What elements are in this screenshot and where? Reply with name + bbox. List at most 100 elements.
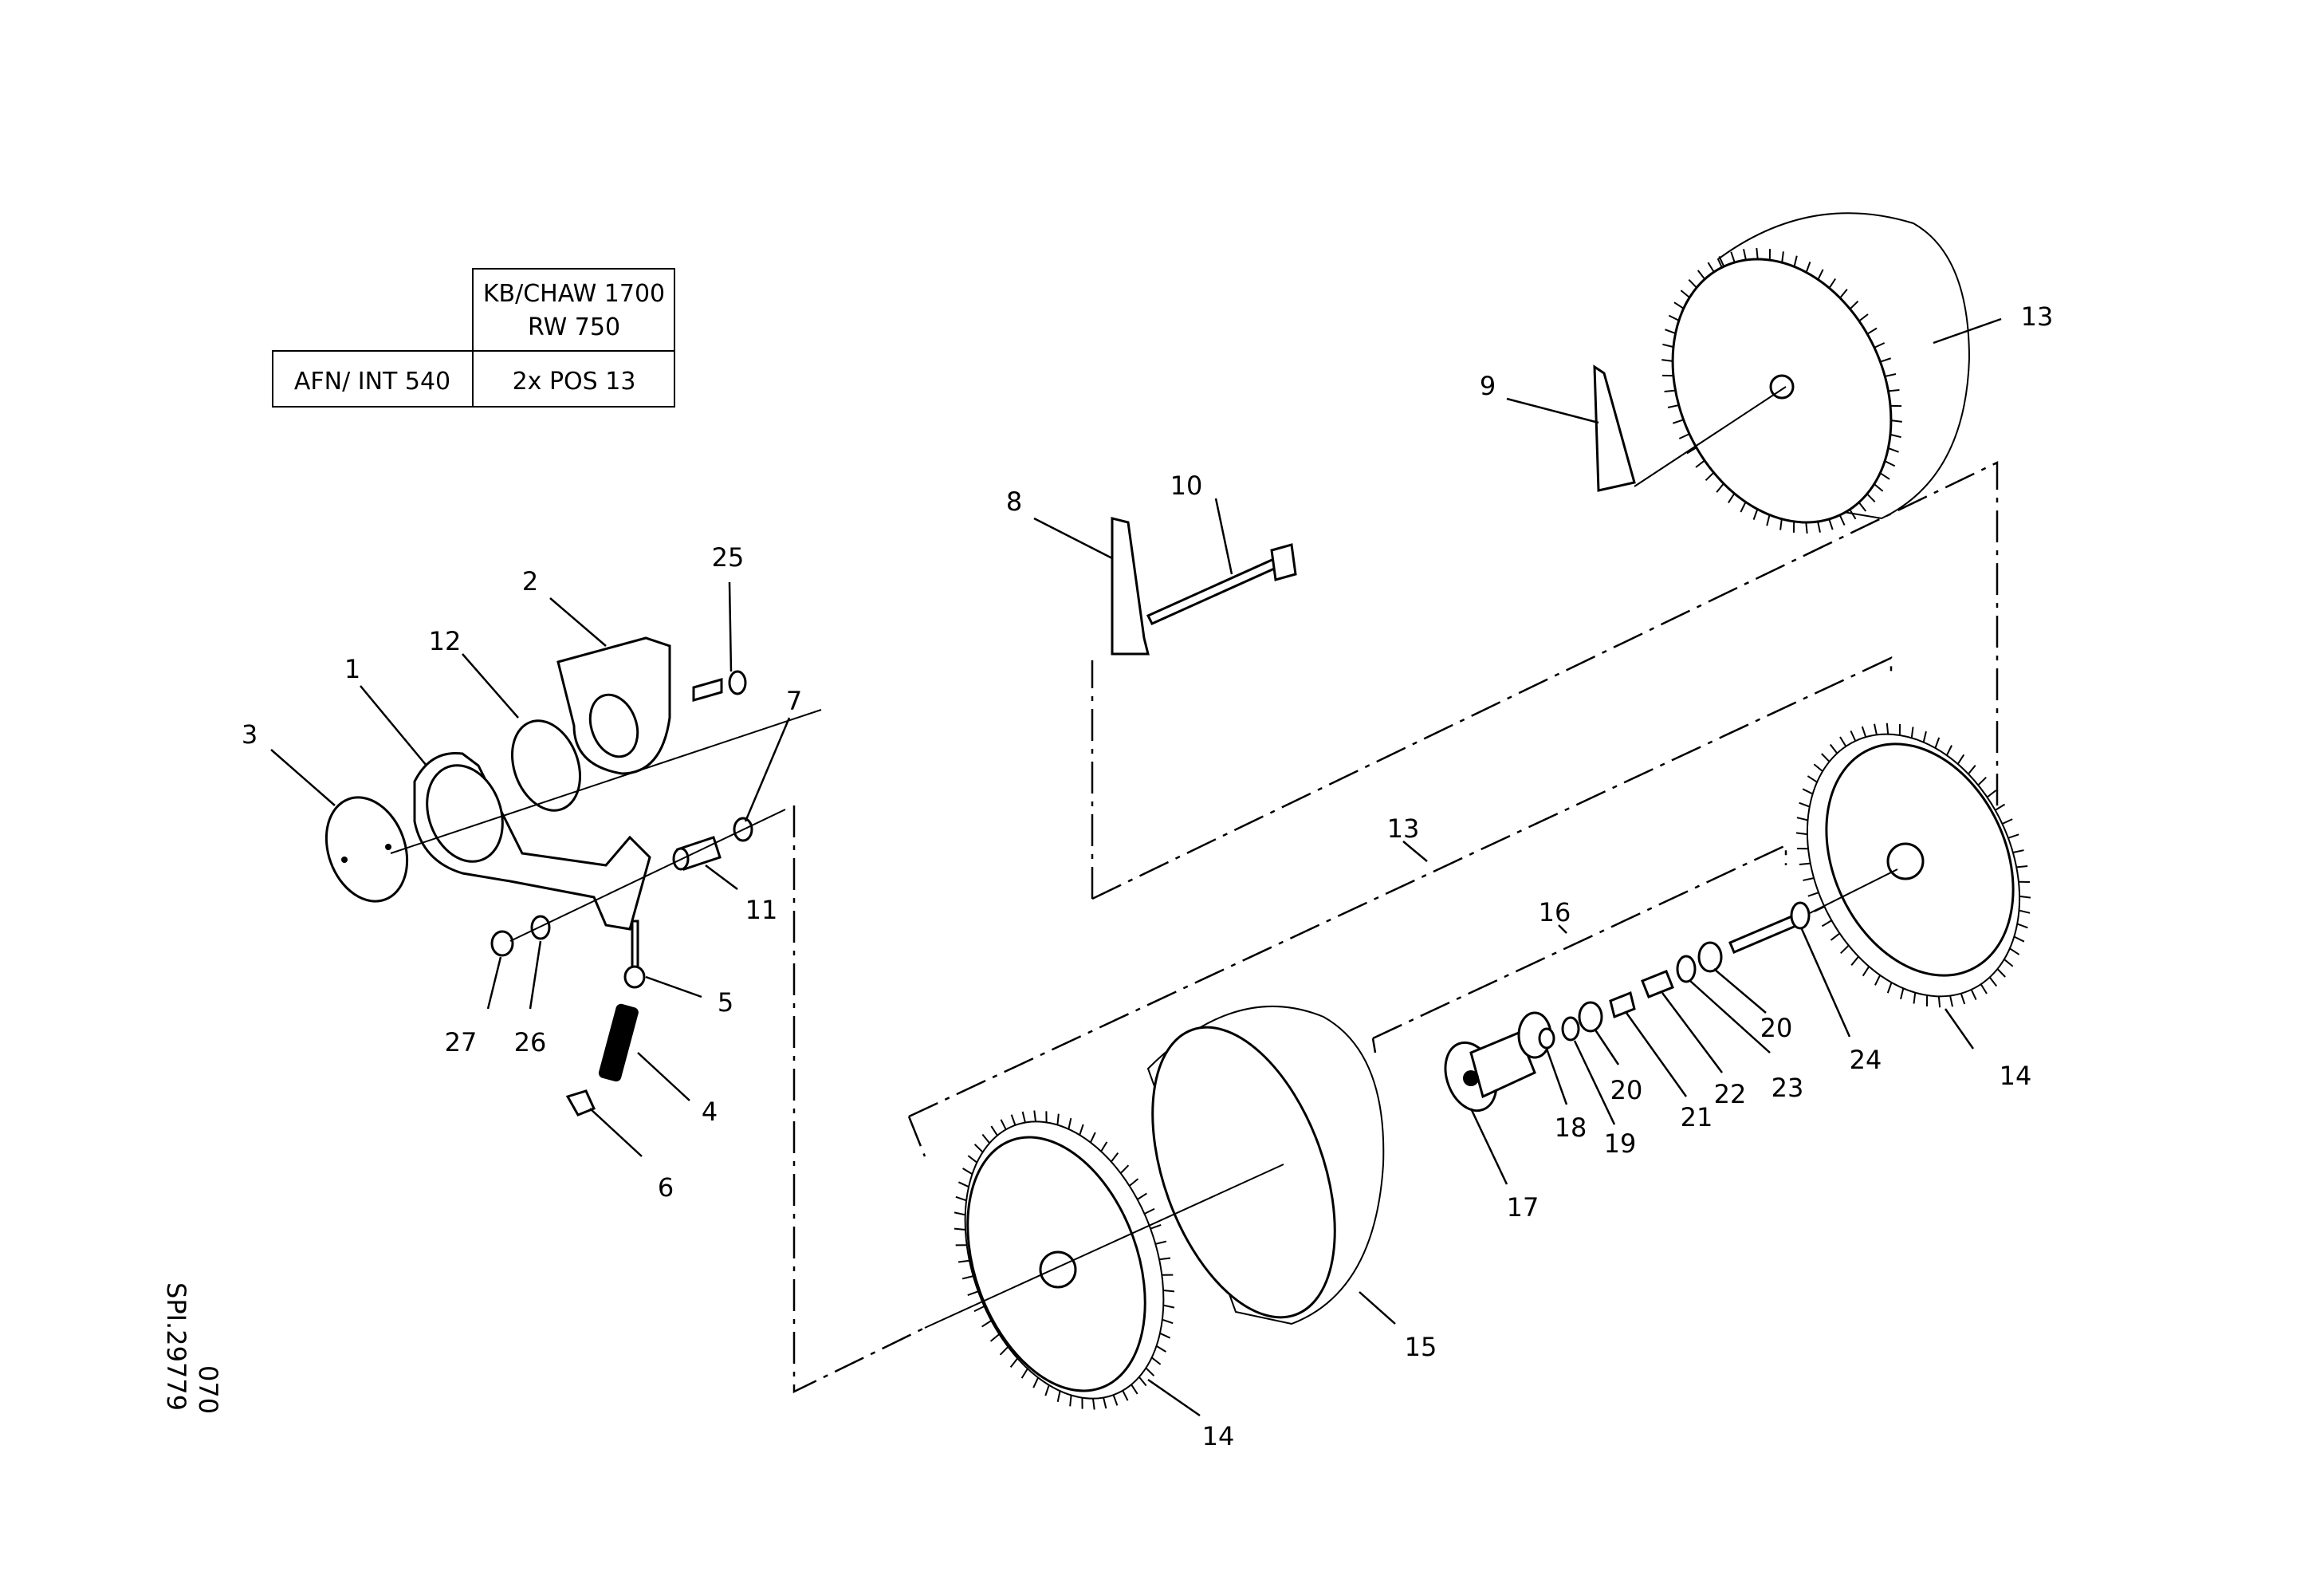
wheel-lower-teeth-tooth (1068, 1117, 1072, 1130)
wheel-right-teeth-tooth (1886, 723, 1889, 734)
wheel-upper-teeth-tooth (1879, 472, 1890, 480)
leader-20a (1593, 1028, 1620, 1065)
wheel-upper-teeth-tooth (1805, 262, 1811, 273)
leader-26 (529, 940, 542, 1010)
wheel-upper-teeth-tooth (1888, 447, 1899, 453)
leader-12 (462, 653, 519, 719)
wheel-lower-teeth-tooth (1021, 1111, 1026, 1123)
table-row-label: AFN/ INT 540 (294, 368, 450, 396)
wheel-lower-teeth-tooth (961, 1275, 973, 1280)
part-24-shaft (1728, 914, 1799, 954)
leader-16 (1558, 924, 1567, 934)
wheel-lower-teeth-tooth (1162, 1289, 1175, 1293)
callout-3: 3 (242, 719, 258, 750)
callout-25: 25 (712, 542, 745, 573)
wheel-upper-teeth-tooth (1849, 509, 1857, 520)
leader-17 (1469, 1108, 1508, 1185)
table-header-line-2: RW 750 (528, 313, 620, 341)
leader-7 (744, 717, 791, 822)
wheel-right-hub (1886, 842, 1925, 880)
wheel-right-teeth-tooth (1799, 801, 1811, 808)
wheel-lower-teeth-tooth (1150, 1223, 1162, 1230)
callout-19: 19 (1604, 1128, 1637, 1159)
part-17-bore (1463, 1070, 1479, 1086)
wheel-right-teeth-tooth (1874, 975, 1882, 986)
wheel-upper-teeth-tooth (1805, 522, 1808, 534)
wheel-right-teeth-tooth (1861, 726, 1867, 738)
wheel-lower-teeth-tooth (954, 1211, 965, 1216)
wheel-lower-teeth-tooth (958, 1259, 970, 1263)
wheel-right-teeth-tooth (1839, 736, 1847, 747)
wheel-upper-teeth-tooth (1884, 460, 1896, 467)
callout-18: 18 (1555, 1113, 1587, 1143)
leader-14b (1147, 1378, 1201, 1417)
wheel-right-teeth-tooth (1796, 817, 1808, 821)
wheel-upper-teeth-tooth (1890, 404, 1902, 408)
wheel-right-teeth-tooth (1934, 737, 1941, 749)
wheel-upper-teeth-tooth (1705, 471, 1715, 482)
wheel-right-teeth-tooth (1995, 803, 2006, 811)
part-22-spacer (1641, 970, 1674, 998)
callout-14-lower: 14 (1202, 1421, 1235, 1451)
callout-14-right: 14 (2000, 1061, 2032, 1091)
callout-7: 7 (786, 686, 802, 716)
sheet-code: 070 (193, 1365, 223, 1414)
wheel-lower-teeth-tooth (1158, 1257, 1171, 1261)
wheel-right-teeth-tooth (1813, 763, 1823, 772)
wheel-lower-teeth-tooth (990, 1125, 998, 1136)
table-row-value: 2x POS 13 (513, 368, 636, 396)
leader-8 (1033, 517, 1113, 560)
leader-13b (1402, 841, 1428, 862)
wheel-upper-teeth-tooth (1667, 404, 1679, 408)
wheel-upper-teeth-tooth (1793, 255, 1798, 267)
wheel-right-teeth-tooth (1821, 920, 1832, 927)
callout-4: 4 (702, 1097, 718, 1127)
wheel-right-teeth-tooth (1850, 731, 1857, 742)
wheel-right-teeth-tooth (1799, 862, 1811, 865)
wheel-lower-teeth-tooth (1100, 1141, 1108, 1152)
leader-9 (1506, 397, 1599, 424)
wheel-lower-teeth-tooth (955, 1195, 967, 1202)
leader-11 (705, 864, 738, 890)
wheel-upper-teeth-tooth (1889, 433, 1901, 439)
wheel-lower-teeth-tooth (1122, 1390, 1129, 1401)
part-3-cover-disc (324, 796, 409, 903)
wheel-upper-teeth-tooth (1673, 301, 1685, 309)
wheel-right-teeth-tooth (1874, 723, 1878, 735)
drawing-number: SPI.29779 (161, 1282, 191, 1411)
upper-bracket-parts (1111, 364, 1636, 656)
wheel-right-teeth-tooth (1956, 754, 1965, 765)
wheel-upper-teeth-tooth (1743, 249, 1747, 261)
part-20-bearing-b (1697, 941, 1723, 973)
wheel-lower-teeth-tooth (1044, 1384, 1050, 1396)
wheel-lower (924, 1005, 1385, 1400)
wheel-right-teeth-tooth (1821, 753, 1830, 762)
wheel-upper-teeth-tooth (1752, 509, 1759, 520)
wheel-upper-teeth-tooth (1678, 433, 1690, 439)
wheel-upper (1634, 212, 1971, 524)
wheel-right-teeth-tooth (1802, 788, 1814, 795)
wheel-right-teeth-tooth (2012, 849, 2024, 853)
wheel-lower-teeth-tooth (967, 1290, 979, 1297)
callout-22: 22 (1714, 1079, 1747, 1109)
wheel-upper-teeth-tooth (1740, 502, 1747, 513)
leader-13a (1933, 317, 2002, 345)
wheel-right-teeth-tooth (2016, 865, 2028, 868)
wheel-upper-teeth-tooth (1680, 289, 1690, 298)
callout-16: 16 (1539, 897, 1571, 927)
wheel-lower-teeth-tooth (1020, 1368, 1028, 1379)
callout-2: 2 (522, 566, 538, 597)
bracket-13 (907, 656, 1893, 1157)
wheel-upper-teeth-tooth (1817, 269, 1824, 280)
wheel-lower-teeth-tooth (981, 1320, 992, 1328)
wheel-right-teeth (1795, 723, 2031, 1008)
part-3-hole (385, 844, 391, 850)
wheel-right-teeth-tooth (1937, 996, 1941, 1008)
callout-5: 5 (718, 987, 733, 1018)
part-15-inner (1151, 1026, 1336, 1319)
part-21-spacer (1609, 990, 1636, 1019)
wheel-lower-teeth-tooth (1110, 1152, 1119, 1163)
wheel-lower-teeth-tooth (1089, 1132, 1096, 1144)
wheel-lower-teeth-tooth (1079, 1124, 1084, 1136)
part-10-head (1270, 543, 1297, 581)
